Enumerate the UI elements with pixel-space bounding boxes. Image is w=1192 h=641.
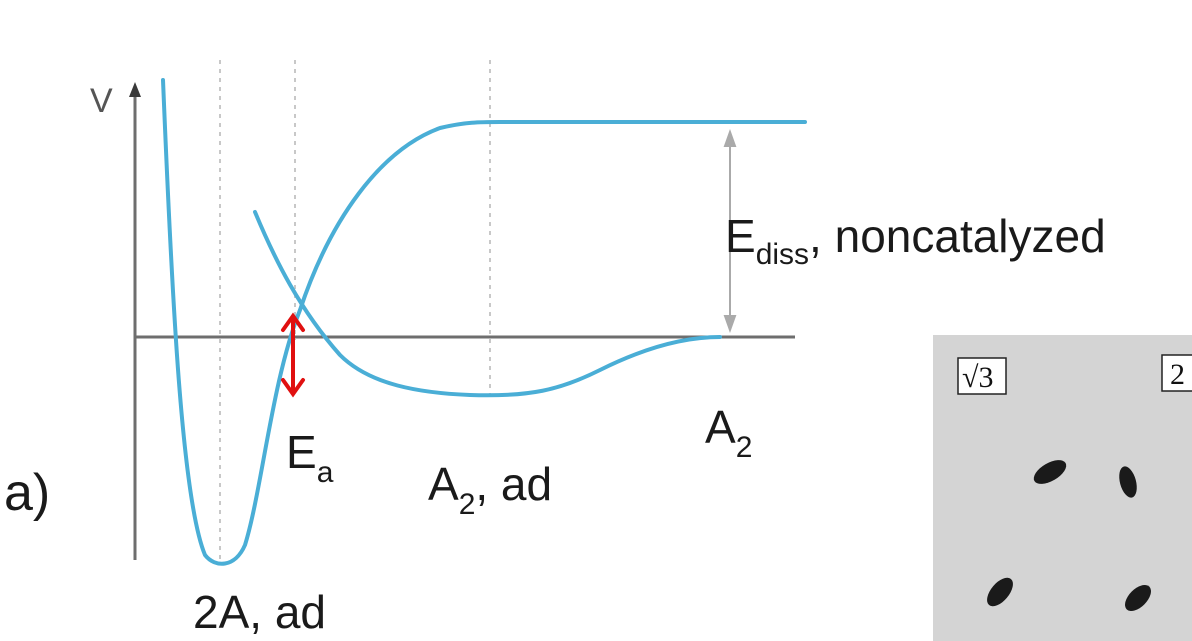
ea-label: Ea — [286, 426, 334, 489]
stm-label-left: √3 — [962, 361, 993, 394]
ediss-label: Ediss, noncatalyzed — [725, 210, 1106, 271]
y-axis-arrowhead — [129, 82, 141, 97]
axis-label-v: V — [90, 82, 113, 120]
panel-label: a) — [4, 464, 50, 522]
a2-ad-label: A2, ad — [428, 458, 552, 521]
a2-label: A2 — [705, 401, 752, 464]
stm-image: √3 2 — [933, 335, 1192, 641]
curve-a2-ad — [255, 212, 720, 395]
stm-label-right: 2 — [1170, 358, 1185, 391]
2a-ad-label: 2A, ad — [193, 586, 326, 638]
